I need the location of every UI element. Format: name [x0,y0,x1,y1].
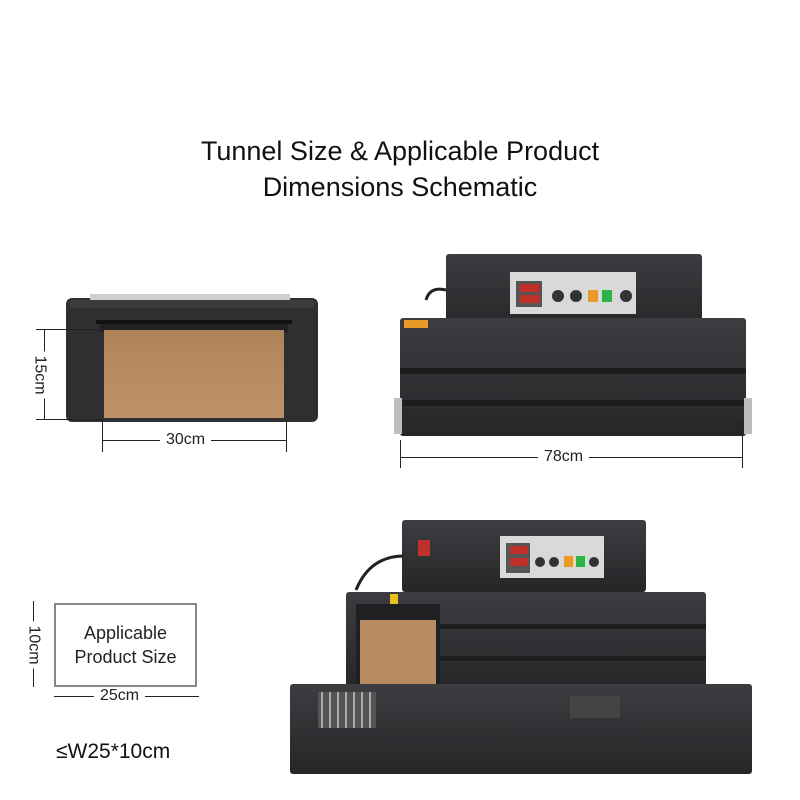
title-line-2: Dimensions Schematic [262,172,538,202]
product-box-line-1: Applicable [83,623,168,643]
product-width-label: 25cm [94,687,146,705]
front-view-machine [66,294,318,422]
product-spec-text: ≤W25*10cm [56,740,171,763]
side-length-left-tick [400,440,401,468]
front-width-left-tick [102,420,103,452]
front-height-top-tick [36,329,104,330]
perspective-view-machine [290,520,752,774]
front-width-label: 30cm [160,431,212,449]
front-width-right-tick [286,420,287,452]
applicable-product-box: Applicable Product Size [54,603,197,687]
front-height-bottom-tick [36,419,104,420]
product-height-label: 10cm [24,621,43,669]
side-view-machine [394,254,752,436]
page-title: Tunnel Size & Applicable Product Dimensi… [0,133,800,205]
front-height-label: 15cm [30,351,49,399]
title-line-1: Tunnel Size & Applicable Product [200,136,600,166]
side-length-right-tick [742,420,743,468]
side-length-label: 78cm [538,448,590,466]
product-box-line-2: Product Size [74,647,177,667]
